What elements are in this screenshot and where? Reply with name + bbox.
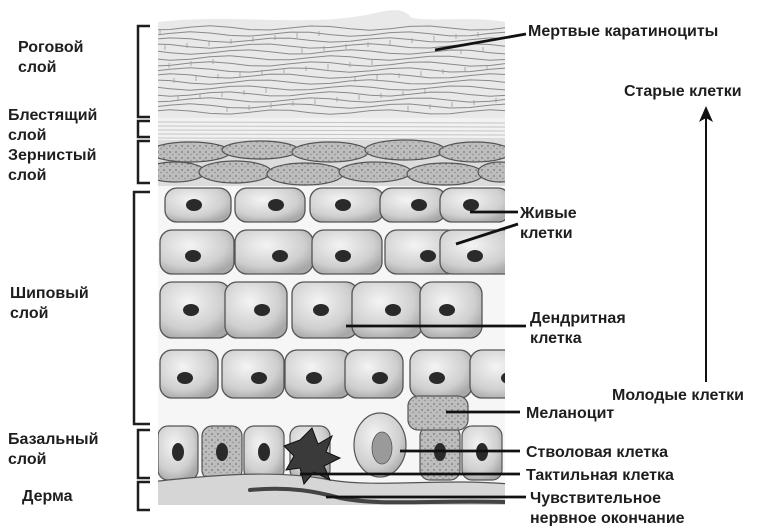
spinous-cell: [345, 350, 403, 398]
cell-nucleus: [172, 443, 184, 461]
granular-cell: [267, 163, 343, 185]
bracket-stratum-corneum: [138, 26, 150, 117]
cell-nucleus: [185, 250, 201, 262]
cell-nucleus: [313, 304, 329, 316]
granular-cell: [199, 161, 271, 183]
stratum-lucidum-band: [150, 118, 510, 140]
granular-cell: [150, 142, 230, 162]
granular-cell: [439, 142, 511, 162]
spinous-cell: [222, 350, 284, 398]
bracket-stratum-basale: [138, 430, 150, 478]
granular-cell: [407, 163, 483, 185]
cell-nucleus: [467, 250, 483, 262]
granular-cell: [222, 141, 298, 159]
cell-nucleus: [251, 372, 267, 384]
spinous-cell: [470, 350, 536, 398]
label-dermis: Дерма: [22, 488, 73, 505]
cell-nucleus: [372, 372, 388, 384]
cell-nucleus: [268, 199, 284, 211]
cell-nucleus: [335, 250, 351, 262]
cell-nucleus: [258, 443, 270, 461]
cell-nucleus: [420, 250, 436, 262]
cell-nucleus: [254, 304, 270, 316]
age-arrow: [699, 106, 713, 382]
cell-nucleus: [411, 199, 427, 211]
cell-nucleus: [385, 304, 401, 316]
label-young-cells: Молодые клетки: [612, 387, 744, 404]
stem-cell-nucleus: [372, 432, 392, 464]
cell-nucleus: [335, 199, 351, 211]
bracket-stratum-granulosum: [138, 141, 150, 183]
cell-nucleus: [429, 372, 445, 384]
cell-nucleus: [183, 304, 199, 316]
cell-nucleus: [439, 304, 455, 316]
cell-nucleus: [272, 250, 288, 262]
layer-brackets: [134, 26, 150, 510]
spinous-cell: [235, 230, 313, 274]
cell-nucleus: [216, 443, 228, 461]
bracket-dermis: [138, 482, 150, 510]
label-melanocyte: Меланоцит: [526, 405, 614, 422]
granular-cell: [478, 162, 522, 182]
granular-cell: [339, 162, 411, 182]
granular-cell: [365, 140, 445, 160]
cell-nucleus: [186, 199, 202, 211]
cell-nucleus: [306, 372, 322, 384]
stratum-spinosum-illustration: [160, 188, 536, 398]
bracket-stratum-lucidum: [138, 121, 150, 137]
label-old-cells: Старые клетки: [624, 83, 742, 100]
cell-nucleus: [501, 372, 517, 384]
label-dead-keratinocytes: Мертвые каратиноциты: [528, 23, 718, 40]
granular-cell: [292, 142, 368, 162]
cell-nucleus: [177, 372, 193, 384]
label-stem-cell: Стволовая клетка: [526, 444, 668, 461]
skin-tissue-illustration: [145, 0, 536, 526]
cell-nucleus: [463, 199, 479, 211]
granular-cell: [145, 162, 205, 182]
label-tactile-cell: Тактильная клетка: [526, 467, 674, 484]
bracket-stratum-spinosum: [134, 192, 150, 424]
